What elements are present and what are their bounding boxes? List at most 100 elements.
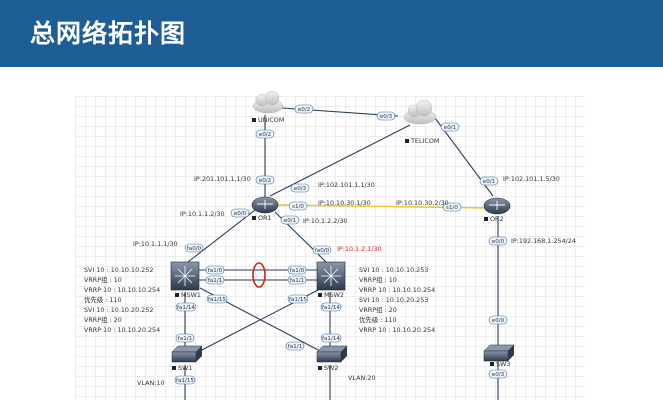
port-label: fa1/14 (320, 333, 342, 343)
svg-text:fa1/1: fa1/1 (208, 278, 223, 284)
switch-msw1-label: MSW1 (181, 291, 201, 299)
svg-text:e0/2: e0/2 (298, 107, 310, 113)
ip-label: IP:102.101.1.5/30 (503, 175, 560, 183)
vlan-label: VLAN:10 (137, 379, 165, 387)
svg-text:fa1/15: fa1/15 (176, 378, 194, 384)
ip-label: IP:10.10.30.2/30 (396, 199, 449, 207)
cloud-unicom-label: UNICOM (258, 116, 284, 124)
svg-text:e0/3: e0/3 (380, 114, 393, 120)
cloud-unicom-icon (252, 90, 284, 114)
ip-label: IP:10.1.1.2/30 (180, 210, 225, 218)
svg-text:e0/0: e0/0 (234, 211, 247, 217)
svg-text:fa1/14: fa1/14 (177, 305, 195, 311)
port-label: e0/2 (255, 175, 275, 185)
info-line: VRRP 10 : 10.10.10.254 (84, 286, 160, 294)
port-label: e0/1 (440, 122, 460, 132)
svg-text:fa1/15: fa1/15 (208, 297, 226, 303)
svg-text:e0/1: e0/1 (483, 179, 496, 185)
port-label: fa1/14 (320, 302, 342, 312)
switch-sw3-label: SW3 (496, 360, 510, 368)
info-line: VRRP 10 : 10.10.20.254 (359, 326, 435, 334)
info-line: SVI 10 : 10.10.20.252 (84, 306, 153, 314)
router-or1-icon (251, 196, 279, 214)
cloud-telicom-label: TELICOM (410, 137, 439, 145)
port-label: s1/0 (442, 202, 462, 212)
svg-text:s1/0: s1/0 (292, 204, 304, 210)
info-line: VRRP组 : 20 (359, 305, 397, 314)
svg-text:s1/0: s1/0 (446, 205, 458, 211)
info-line: VRRP 10 : 10.10.10.254 (359, 286, 435, 294)
msw2-info-block: SVI 10 : 10.10.10.253 VRRP组 : 10 VRRP 10… (359, 266, 435, 334)
svg-text:e0/3: e0/3 (294, 186, 307, 192)
port-label: e0/0 (488, 315, 508, 325)
switch-msw1-icon (170, 261, 200, 291)
svg-text:fa1/15: fa1/15 (289, 297, 307, 303)
svg-text:fa1/14: fa1/14 (322, 305, 340, 311)
ip-label: IP:10.10.30.1/30 (318, 199, 371, 207)
info-line: SVI 10 : 10.10.20.253 (359, 296, 428, 304)
svg-text:e0/0: e0/0 (492, 318, 505, 324)
port-label: fa1/1 (285, 341, 305, 351)
port-label: e0/3 (290, 183, 310, 193)
info-line: VRRP组 : 10 (359, 275, 397, 284)
page-title: 总网络拓扑图 (30, 19, 187, 48)
link-or1-msw1 (187, 209, 256, 263)
router-or1-label: OR1 (258, 214, 272, 222)
port-label: fa1/0 (205, 265, 225, 275)
svg-text:e0/1: e0/1 (284, 218, 297, 224)
info-line: VRRP 10 : 10.10.20.254 (84, 326, 160, 334)
router-or2-icon (483, 197, 511, 215)
port-label: fa0/0 (312, 245, 332, 255)
svg-text:fa1/1: fa1/1 (288, 344, 303, 350)
svg-text:e0/2: e0/2 (259, 178, 271, 184)
port-label: e0/0 (230, 208, 250, 218)
ip-label-highlight: IP:10.1.2.1/30 (337, 245, 382, 253)
svg-text:e0/0: e0/0 (492, 239, 505, 245)
switch-sw2-icon (316, 345, 348, 363)
ip-label: IP:102.101.1.1/30 (318, 181, 375, 189)
port-label: fa1/1 (205, 275, 225, 285)
svg-text:fa1/14: fa1/14 (322, 336, 340, 342)
svg-text:fa0/0: fa0/0 (187, 246, 202, 252)
port-labels: e0/2 e0/2 e0/3 e0/1 e0/2 e0/3 s1/0 e0/0 … (174, 104, 508, 385)
switch-msw2-icon (316, 261, 346, 291)
switch-sw1-icon (171, 345, 203, 363)
port-label: fa1/14 (175, 302, 197, 312)
cloud-telicom-icon (403, 99, 437, 125)
switch-sw2-label: SW2 (324, 364, 338, 372)
port-label: s1/0 (288, 201, 308, 211)
svg-text:e0/3: e0/3 (492, 372, 505, 378)
ip-label: IP:10.1.2.2/30 (303, 217, 348, 225)
ip-label: IP:201.101.1.1/30 (194, 175, 251, 183)
ip-label: IP:10.1.1.1/30 (133, 240, 178, 248)
msw1-info-block: SVI 10 : 10.10.10.252 VRRP组 : 10 VRRP 10… (84, 266, 160, 334)
info-line: SVI 10 : 10.10.10.253 (359, 266, 428, 274)
info-line: SVI 10 : 10.10.10.252 (84, 266, 153, 274)
info-line: VRRP组 : 10 (84, 275, 122, 284)
port-label: fa1/15 (287, 294, 309, 304)
info-line: VRRP组 : 20 (84, 315, 122, 324)
switch-msw2-label: MSW2 (324, 291, 344, 299)
svg-text:fa1/1: fa1/1 (290, 278, 305, 284)
info-line: 优先级 : 110 (359, 315, 397, 324)
vlan-label: VLAN:20 (348, 374, 376, 382)
svg-text:fa1/0: fa1/0 (208, 268, 223, 274)
port-label: e0/3 (376, 111, 396, 121)
info-line: 优先级 : 110 (84, 295, 122, 304)
ip-label: IP:192.168.1.254/24 (511, 237, 576, 245)
port-label: fa1/1 (287, 275, 307, 285)
switch-sw1-label: SW1 (178, 364, 192, 372)
port-label: e0/2 (255, 129, 275, 139)
port-label: e0/2 (294, 104, 314, 114)
svg-text:fa1/1: fa1/1 (178, 336, 193, 342)
port-label: fa1/15 (206, 294, 228, 304)
port-label: fa0/0 (184, 243, 204, 253)
port-label: e0/3 (488, 369, 508, 379)
svg-text:e0/1: e0/1 (444, 125, 457, 131)
router-or2-label: OR2 (490, 215, 504, 223)
svg-text:e0/2: e0/2 (259, 132, 271, 138)
link-aggregation-ring (252, 262, 266, 288)
port-label: e0/1 (280, 215, 300, 225)
svg-text:fa1/0: fa1/0 (290, 268, 305, 274)
